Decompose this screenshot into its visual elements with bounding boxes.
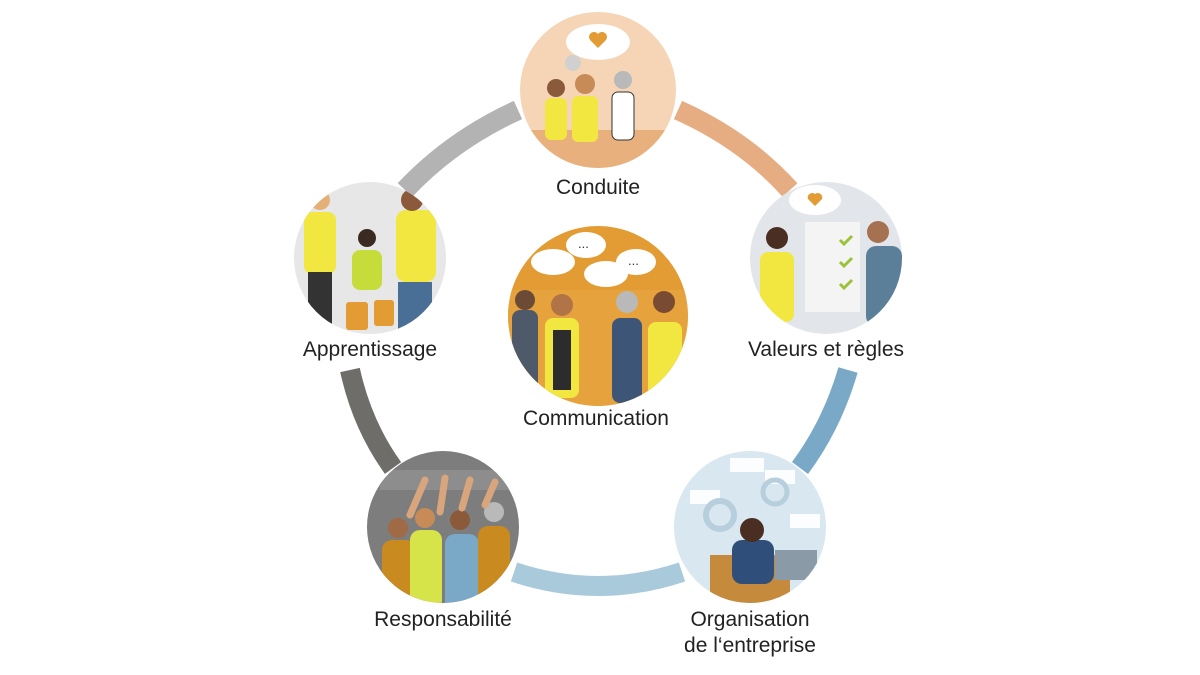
speech-bubble-icon: [531, 249, 575, 275]
arc-responsabilite-apprentissage: [340, 367, 402, 474]
arc-valeurs-organisation: [791, 367, 858, 474]
node-valeurs-et-regles: [750, 182, 902, 334]
label-apprentissage: Apprentissage: [302, 338, 438, 361]
gear-icon: [703, 498, 737, 532]
center-circle-communication: ... ...: [508, 226, 688, 406]
checkmark-icon: [838, 256, 854, 269]
speech-bubble-icon: [566, 232, 606, 258]
node-conduite: [520, 12, 676, 168]
heart-icon: [589, 32, 607, 48]
label-organisation-line2: de l‘entreprise: [684, 634, 816, 657]
label-communication: Communication: [523, 407, 669, 430]
node-apprentissage: [294, 182, 446, 334]
arc-organisation-responsabilite: [510, 562, 686, 596]
speech-bubble-icon: [584, 261, 628, 287]
arc-conduite-valeurs: [673, 100, 798, 197]
label-conduite: Conduite: [555, 176, 641, 199]
bubble-dots: ...: [578, 236, 589, 251]
node-organisation-entreprise: [674, 451, 826, 603]
checkmark-icon: [838, 278, 854, 291]
checkmark-icon: [838, 234, 854, 247]
cycle-ring: [340, 100, 858, 596]
laptop-icon: [775, 550, 817, 580]
bubble-dots: ...: [628, 253, 639, 268]
speech-bubble-icon: [616, 249, 656, 275]
organisation-gears-laptop-illustration: [690, 458, 820, 603]
learning-workers-illustration: [304, 189, 436, 332]
node-responsabilite: [367, 451, 519, 603]
checklist-values-illustration: [760, 185, 902, 326]
gear-icon: [760, 477, 790, 507]
arc-apprentissage-conduite: [397, 100, 523, 197]
label-responsabilite: Responsabilité: [374, 608, 512, 631]
label-organisation-entreprise: Organisation de l‘entreprise: [650, 607, 850, 659]
label-organisation-line1: Organisation: [690, 608, 810, 631]
heart-icon: [807, 193, 823, 206]
label-valeurs-et-regles: Valeurs et règles: [747, 338, 905, 361]
